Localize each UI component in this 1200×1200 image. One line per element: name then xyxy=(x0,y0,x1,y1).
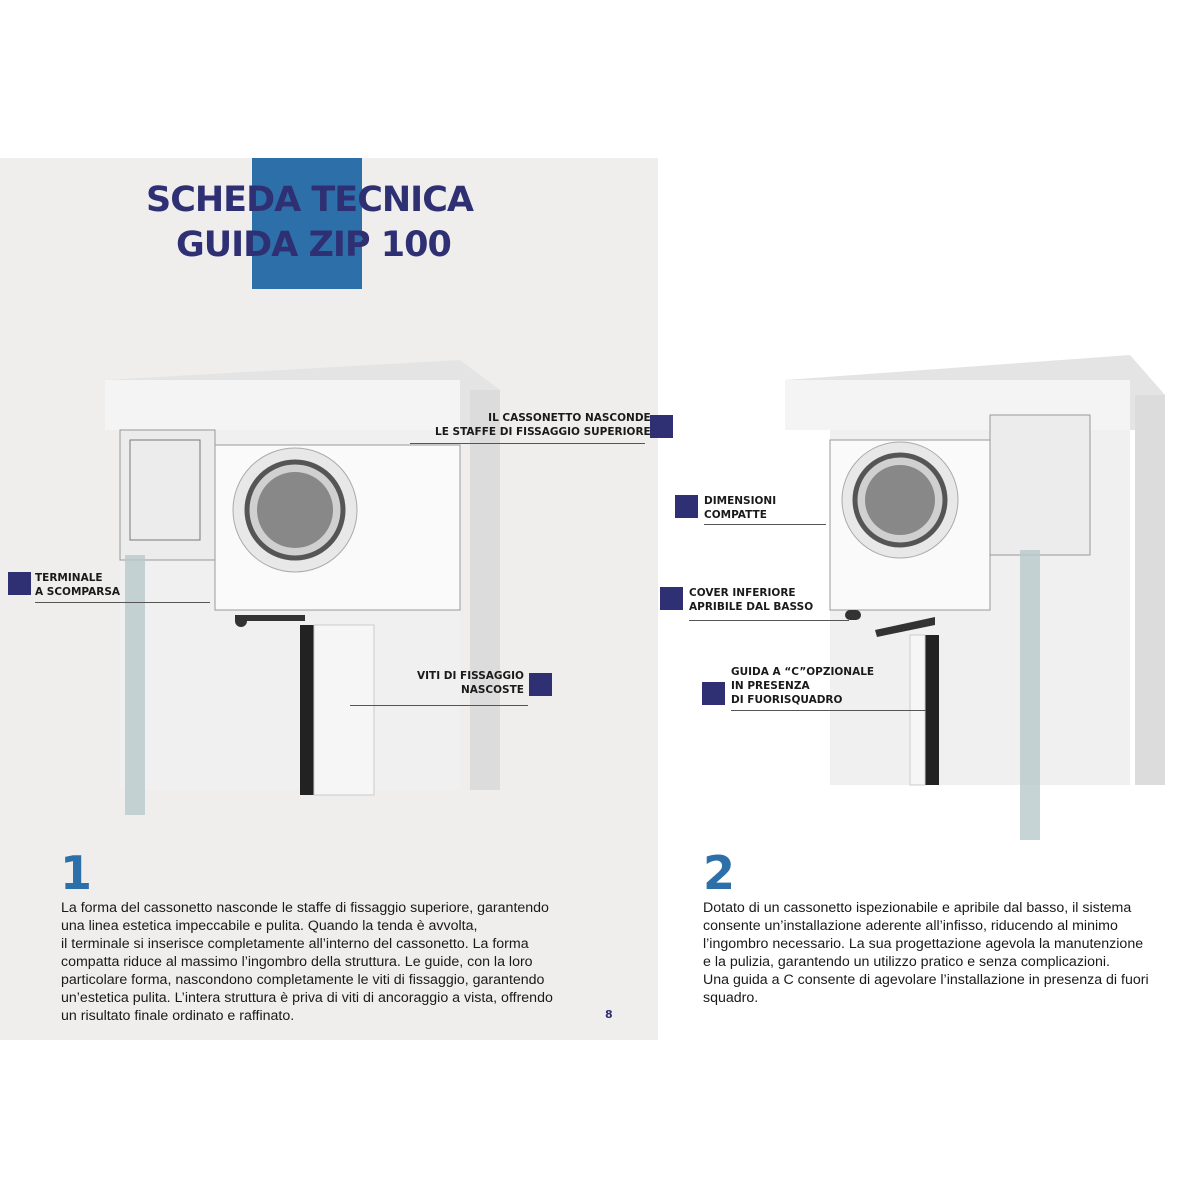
title-line-1: SCHEDA TECNICA xyxy=(146,180,474,220)
leader-line xyxy=(350,705,528,706)
section-2-text: Dotato di un cassonetto ispezionabile e … xyxy=(703,900,1149,1006)
title-line-2: GUIDA ZIP 100 xyxy=(176,225,452,265)
leader-line xyxy=(35,602,210,603)
label-cover: COVER INFERIORE APRIBILE DAL BASSO xyxy=(689,587,814,613)
leader-line xyxy=(731,710,926,711)
leader-line xyxy=(704,524,826,525)
label-marker xyxy=(675,495,698,518)
leader-line xyxy=(689,620,849,621)
label-marker xyxy=(650,415,673,438)
zip-guide-section-illustration-2 xyxy=(785,355,1165,840)
label-marker xyxy=(8,572,31,595)
section-1-text: La forma del cassonetto nasconde le staf… xyxy=(61,900,553,1024)
label-marker xyxy=(660,587,683,610)
title-accent-block xyxy=(252,158,362,289)
label-viti: VITI DI FISSAGGIO NASCOSTE xyxy=(417,670,524,696)
section-number-1: 1 xyxy=(60,846,93,900)
label-dimensioni: DIMENSIONI COMPATTE xyxy=(704,495,777,521)
label-guida: GUIDA A “C”OPZIONALE IN PRESENZA DI FUOR… xyxy=(731,666,875,706)
zip-guide-section-illustration-1 xyxy=(105,360,500,815)
label-marker xyxy=(702,682,725,705)
label-marker xyxy=(529,673,552,696)
leader-line xyxy=(410,443,645,444)
page-number: 8 xyxy=(605,1008,613,1021)
label-cassonetto: IL CASSONETTO NASCONDE LE STAFFE DI FISS… xyxy=(435,412,651,438)
section-number-2: 2 xyxy=(703,846,736,900)
label-terminale: TERMINALE A SCOMPARSA xyxy=(35,572,121,598)
